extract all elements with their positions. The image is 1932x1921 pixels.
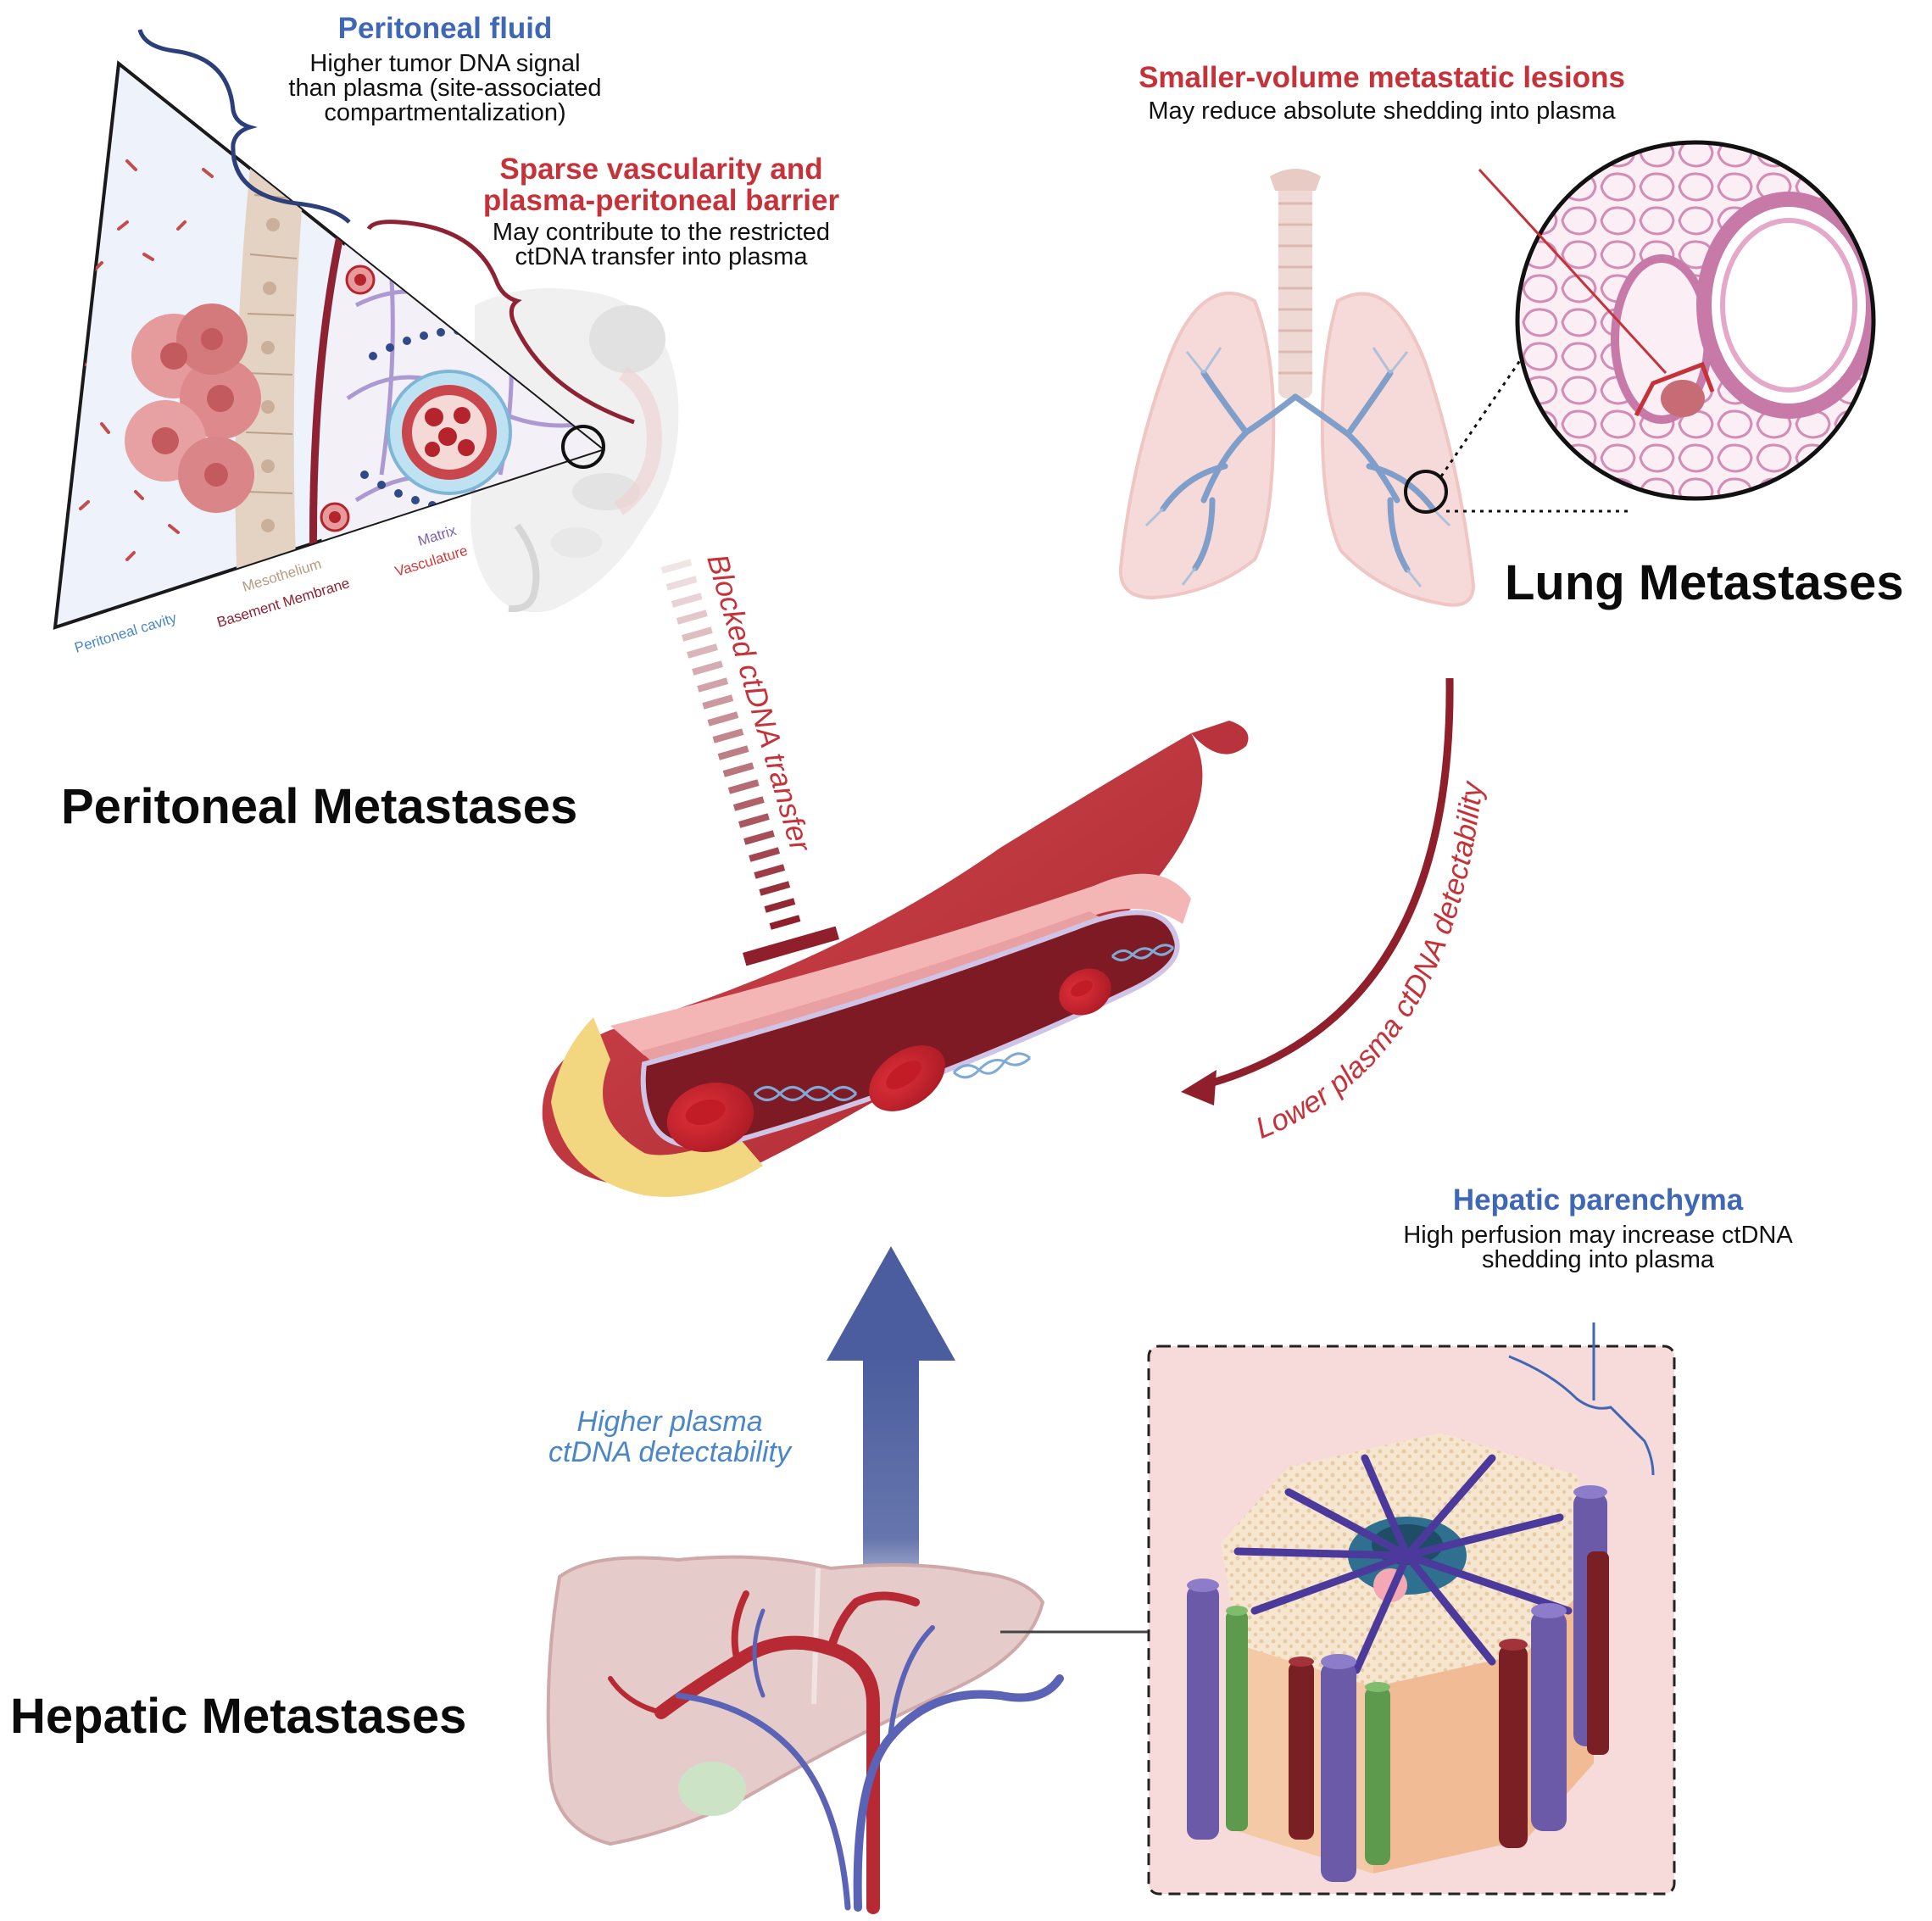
peritoneal-fluid-annotation: Peritoneal fluid Higher tumor DNA signal… — [246, 12, 644, 126]
sparse-vascularity-line2: ctDNA transfer into plasma — [515, 242, 808, 270]
tumor-cluster — [125, 303, 261, 513]
lung-histology-inset — [1515, 140, 1876, 501]
smaller-lesions-title: Smaller-volume metastatic lesions — [1139, 61, 1625, 94]
blood-vessel — [542, 721, 1249, 1197]
blocked-dash — [743, 830, 775, 845]
peritoneal-fluid-brace — [137, 29, 351, 224]
blocked-dash — [707, 711, 739, 727]
blocked-dash — [754, 864, 786, 879]
dna-strand — [753, 1086, 858, 1101]
barrier-brace — [366, 220, 635, 425]
red-blood-cell — [666, 1082, 754, 1153]
smaller-lesions-annotation: Smaller-volume metastatic lesions May re… — [1102, 61, 1662, 125]
higher-detectability-line1: Higher plasma — [576, 1406, 763, 1438]
peritoneal-fluid-title: Peritoneal fluid — [337, 12, 553, 45]
blocked-dash — [665, 576, 698, 591]
portal-vessel-columns — [1187, 1485, 1609, 1882]
blocked-dash — [759, 881, 791, 896]
blocked-dash — [697, 677, 729, 693]
blocked-dash — [738, 813, 770, 828]
blocked-dash — [732, 796, 765, 811]
sparse-vascularity-line1: May contribute to the restricted — [492, 218, 831, 246]
smaller-lesions-line1: May reduce absolute shedding into plasma — [1148, 97, 1616, 125]
sparse-vascularity-title-2: plasma-peritoneal barrier — [482, 183, 840, 217]
blocked-dash — [722, 762, 754, 777]
lung-lesion-marker — [1404, 470, 1448, 514]
red-blood-cell — [869, 1045, 945, 1111]
liver-illustration — [546, 1555, 1153, 1914]
label-matrix: Matrix — [416, 522, 459, 549]
blocked-dash — [681, 626, 713, 642]
hepatic-parenchyma-line1: High perfusion may increase ctDNA — [1403, 1221, 1793, 1249]
label-vasculature: Vasculature — [393, 543, 470, 580]
blocked-dash — [692, 660, 723, 676]
gallbladder — [678, 1762, 746, 1816]
hepatic-lobule-inset — [1147, 1322, 1676, 1896]
hepatic-vessels — [608, 1590, 1064, 1914]
higher-detectability-line2: ctDNA detectability — [548, 1435, 791, 1468]
lesion-pointer — [1478, 168, 1668, 375]
blocked-dash — [687, 643, 718, 659]
blocked-dash — [712, 728, 744, 743]
blocked-dash — [717, 745, 749, 760]
hepatic-parenchyma-line2: shedding into plasma — [1481, 1245, 1715, 1273]
sparse-vascularity-title-1: Sparse vascularity and — [499, 153, 823, 186]
dna-strand — [1111, 944, 1175, 961]
right-lung — [1320, 292, 1476, 607]
blocked-dash — [702, 694, 734, 710]
blocked-dash — [660, 559, 693, 574]
red-blood-cell — [1059, 968, 1111, 1016]
section-title-peritoneal: Peritoneal Metastases — [61, 779, 578, 834]
peritoneal-wedge — [53, 60, 606, 630]
trachea — [1270, 169, 1321, 398]
blocked-dash — [749, 847, 781, 862]
blocked-transfer-indicator: Blocked ctDNA transfer — [660, 550, 839, 966]
lung-illustration — [1118, 140, 1876, 607]
sparse-vascularity-annotation: Sparse vascularity and plasma-peritoneal… — [441, 153, 882, 270]
peritoneal-fluid-line3: compartmentalization) — [324, 98, 566, 126]
hepatic-parenchyma-annotation: Hepatic parenchyma High perfusion may in… — [1322, 1183, 1874, 1273]
higher-detectability-label: Higher plasma ctDNA detectability — [492, 1406, 848, 1468]
blocked-dash — [727, 779, 760, 794]
blocked-dash — [764, 898, 796, 913]
blocked-dash — [769, 915, 801, 930]
hepatic-parenchyma-title: Hepatic parenchyma — [1452, 1183, 1744, 1217]
blocked-dash — [676, 610, 708, 625]
section-title-lung: Lung Metastases — [1505, 555, 1904, 610]
lower-ctdna-label: Lower plasma ctDNA detectability — [1251, 778, 1489, 1145]
dna-strand — [952, 1052, 1032, 1079]
bronchial-tree — [1160, 370, 1436, 573]
section-title-hepatic: Hepatic Metastases — [10, 1689, 467, 1744]
peritoneal-fluid-line1: Higher tumor DNA signal — [309, 49, 581, 77]
peritoneal-fluid-line2: than plasma (site-associated — [288, 74, 602, 102]
blocked-dash — [671, 593, 703, 608]
left-lung — [1118, 292, 1276, 600]
